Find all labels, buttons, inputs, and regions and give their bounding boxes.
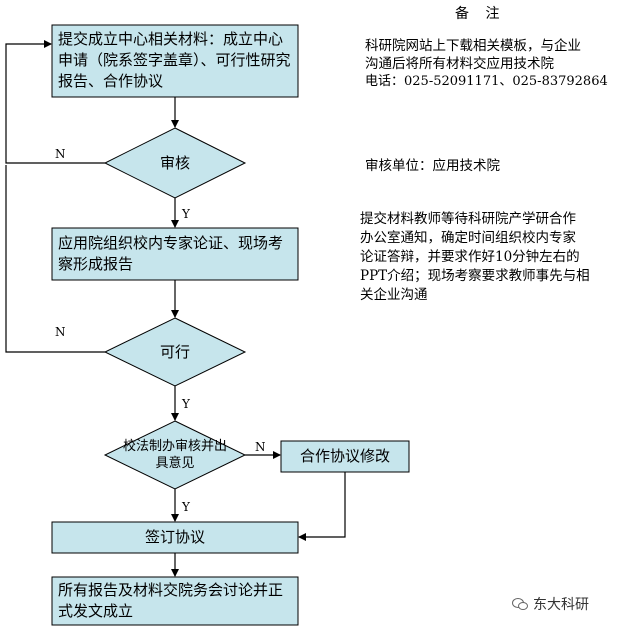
step3-text: 合作协议修改	[299, 447, 390, 465]
note3-line5: 关企业沟通	[360, 287, 428, 303]
note2: 审核单位：应用技术院	[365, 158, 500, 174]
decision-feasible-text: 可行	[159, 343, 190, 361]
note1-line2: 沟通后将所有材料交应用技术院	[365, 56, 554, 72]
step3-box	[280, 440, 410, 473]
notes-header: 备 注	[455, 6, 506, 22]
note3-line4: PPT介绍；现场考察要求教师事先与相	[360, 268, 590, 284]
arrow-step3-to-step4	[298, 472, 346, 541]
step1-box	[51, 24, 299, 98]
watermark-text: 东大科研	[533, 597, 589, 613]
step2-text: 应用院组织校内专家论证、现场考察形成报告	[58, 234, 284, 273]
label-y2: Y	[182, 397, 190, 411]
watermark: 东大科研	[512, 594, 589, 614]
note3-line1: 提交材料教师等待科研院产学研合作	[360, 211, 576, 227]
decision-legal-text: 校法制办审核并出具意见	[122, 439, 227, 471]
step5-box	[51, 576, 299, 626]
step1-text: 提交成立中心相关材料：成立中心申请（院系签字盖章）、可行性研究报告、合作协议	[58, 30, 291, 90]
label-n1: N	[55, 147, 66, 161]
step4-text: 签订协议	[144, 528, 205, 546]
note3-line2: 办公室通知，确定时间组织校内专家	[360, 230, 576, 246]
step2-box	[51, 227, 299, 281]
note1-line1: 科研院网站上下载相关模板，与企业	[365, 38, 581, 54]
label-y3: Y	[182, 500, 190, 514]
note1-line3: 电话：025-52091171、025-83792864	[365, 74, 608, 89]
label-y1: Y	[182, 207, 190, 221]
label-n2: N	[55, 325, 66, 339]
loop-d2-no	[5, 165, 105, 353]
decision-review-text: 审核	[159, 154, 190, 172]
step5-text: 所有报告及材料交院务会讨论并正式发文成立	[58, 581, 284, 620]
label-n3: N	[255, 440, 266, 454]
note3-line3: 论证答辩，并要求作好10分钟左右的	[360, 249, 580, 265]
wechat-icon	[512, 598, 528, 610]
loop-d1-no	[5, 40, 105, 164]
